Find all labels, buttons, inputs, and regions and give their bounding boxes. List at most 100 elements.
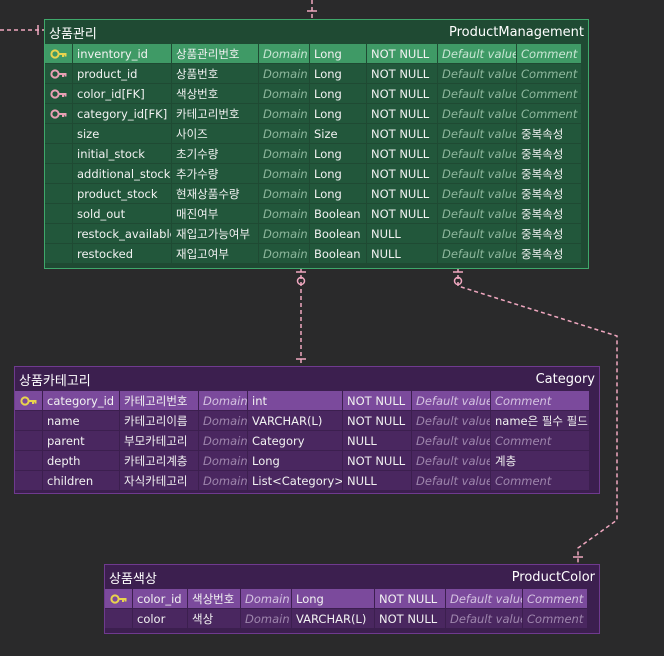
column-label: 색상 (188, 609, 240, 628)
key-cell (45, 244, 72, 263)
key-cell (45, 224, 72, 243)
column-type: Long (310, 44, 366, 63)
column-label: 카테고리번호 (172, 104, 258, 123)
relation-line-color (457, 268, 618, 563)
column-default: Default value (446, 609, 522, 628)
entity-title-en: ProductColor (511, 569, 595, 585)
column-domain: Domain (259, 104, 309, 123)
key-cell (15, 451, 42, 470)
column-label: 카테고리계층 (120, 451, 198, 470)
key-cell (45, 124, 72, 143)
column-domain: Domain (259, 44, 309, 63)
column-type: Long (248, 451, 342, 470)
column-comment: Comment (491, 431, 589, 450)
key-cell (15, 431, 42, 450)
foreign-key-icon (45, 64, 72, 83)
column-comment: Comment (517, 44, 581, 63)
column-domain: Domain (259, 124, 309, 143)
column-comment: 중복속성 (517, 124, 581, 143)
column-default: Default value (438, 144, 516, 163)
column-name: category_id (43, 391, 119, 410)
column-label: 초기수량 (172, 144, 258, 163)
column-default: Default value (438, 244, 516, 263)
entity-title-ko: 상품카테고리 (19, 373, 91, 389)
column-comment: 중복속성 (517, 224, 581, 243)
column-domain: Domain (259, 244, 309, 263)
column-domain: Domain (199, 411, 247, 430)
column-label: 추가수량 (172, 164, 258, 183)
column-nullable: NOT NULL (367, 184, 437, 203)
column-default: Default value (438, 224, 516, 243)
column-default: Default value (412, 391, 490, 410)
column-type: Long (310, 164, 366, 183)
column-type: Category (248, 431, 342, 450)
key-cell (15, 411, 42, 430)
key-cell (105, 609, 132, 628)
column-type: Boolean (310, 244, 366, 263)
column-type: Size (310, 124, 366, 143)
column-nullable: NULL (367, 224, 437, 243)
column-comment: 중복속성 (517, 184, 581, 203)
column-type: Boolean (310, 224, 366, 243)
column-label: 상품번호 (172, 64, 258, 83)
column-type: int (248, 391, 342, 410)
column-default: Default value (438, 124, 516, 143)
key-cell (45, 204, 72, 223)
entity-header: 상품관리 ProductManagement (45, 20, 588, 44)
column-default: Default value (438, 64, 516, 83)
column-nullable: NOT NULL (367, 104, 437, 123)
column-default: Default value (412, 431, 490, 450)
column-name: category_id[FK] (73, 104, 171, 123)
column-label: 자식카테고리 (120, 471, 198, 490)
column-nullable: NOT NULL (343, 451, 411, 470)
column-domain: Domain (259, 144, 309, 163)
primary-key-icon (15, 391, 42, 410)
key-cell (45, 184, 72, 203)
column-comment: 중복속성 (517, 244, 581, 263)
column-label: 색상번호 (172, 84, 258, 103)
column-name: color_id (133, 589, 187, 608)
column-nullable: NOT NULL (367, 84, 437, 103)
column-domain: Domain (259, 184, 309, 203)
foreign-key-icon (45, 84, 72, 103)
column-comment: name은 필수 필드 (491, 411, 589, 430)
column-label: 현재상품수량 (172, 184, 258, 203)
key-cell (15, 471, 42, 490)
column-default: Default value (446, 589, 522, 608)
column-type: Long (310, 184, 366, 203)
column-name: product_id (73, 64, 171, 83)
entity-header: 상품색상 ProductColor (105, 565, 599, 589)
column-nullable: NOT NULL (367, 64, 437, 83)
column-label: 카테고리이름 (120, 411, 198, 430)
column-domain: Domain (199, 471, 247, 490)
column-nullable: NOT NULL (367, 164, 437, 183)
column-nullable: NULL (367, 244, 437, 263)
column-type: VARCHAR(L) (292, 609, 374, 628)
entity-title-en: ProductManagement (449, 24, 584, 40)
column-comment: 중복속성 (517, 144, 581, 163)
column-type: Long (310, 84, 366, 103)
